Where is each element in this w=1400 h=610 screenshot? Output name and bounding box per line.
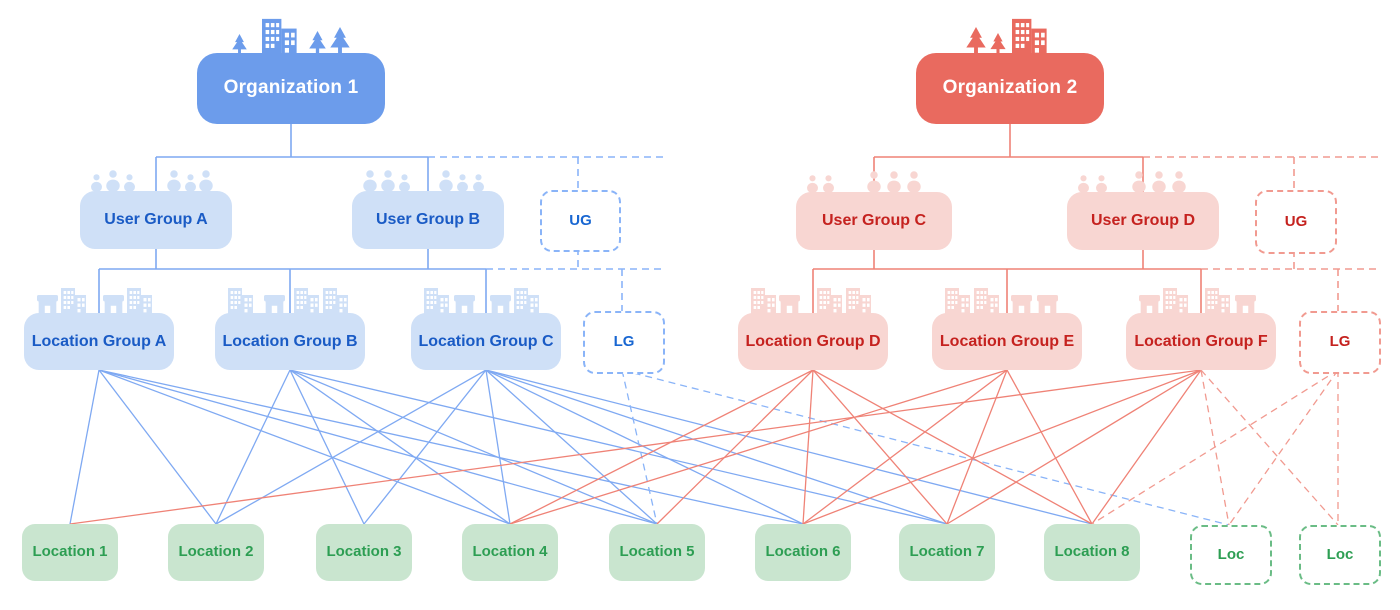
loc-placeholder-label: Loc [1217,545,1245,563]
location-group-e-label: Location Group E [939,332,1075,350]
location-1-node: Location 1 [22,524,118,581]
location-8-label: Location 8 [1054,543,1130,561]
location-group-f-node: Location Group F [1126,313,1276,370]
location-group-c-node: Location Group C [411,313,561,370]
user-group-c-node: User Group C [796,192,952,250]
location-7-node: Location 7 [899,524,995,581]
user-group-b-node: User Group B [352,191,504,249]
user-group-a-node: User Group A [80,191,232,249]
ug-placeholder-label: UG [569,211,592,229]
location-group-b-node: Location Group B [215,313,365,370]
ug-placeholder-label: UG [1284,212,1308,230]
location-group-e-node: Location Group E [932,313,1082,370]
user-group-c-label: User Group C [821,212,926,230]
location-5-node: Location 5 [609,524,705,581]
location-7-label: Location 7 [909,543,985,561]
organization-2-label: Organization 2 [942,77,1078,99]
location-2-label: Location 2 [178,543,254,561]
location-group-a-label: Location Group A [31,332,167,350]
location-4-label: Location 4 [472,543,548,561]
location-6-node: Location 6 [755,524,851,581]
organization-1-label: Organization 1 [223,77,359,99]
location-group-d-node: Location Group D [738,313,888,370]
organization-1-node: Organization 1 [197,53,385,124]
location-group-a-node: Location Group A [24,313,174,370]
location-placeholder-1: Loc [1190,525,1272,585]
organization-2-node: Organization 2 [916,53,1104,124]
location-3-label: Location 3 [326,543,402,561]
location-2-node: Location 2 [168,524,264,581]
user-group-placeholder-blue: UG [540,190,621,252]
location-6-label: Location 6 [765,543,841,561]
location-4-node: Location 4 [462,524,558,581]
location-placeholder-2: Loc [1299,525,1381,585]
user-group-placeholder-red: UG [1255,190,1337,254]
location-1-label: Location 1 [32,543,108,561]
location-group-d-label: Location Group D [745,332,881,350]
location-group-b-label: Location Group B [222,332,358,350]
location-group-placeholder-blue: LG [583,311,665,374]
lg-placeholder-label: LG [1329,333,1351,351]
user-group-d-node: User Group D [1067,192,1219,250]
location-8-node: Location 8 [1044,524,1140,581]
user-group-b-label: User Group B [375,211,480,229]
user-group-a-label: User Group A [104,211,208,229]
user-group-d-label: User Group D [1090,212,1195,230]
location-group-placeholder-red: LG [1299,311,1381,374]
location-5-label: Location 5 [619,543,695,561]
lg-placeholder-label: LG [613,333,635,351]
location-group-c-label: Location Group C [418,332,554,350]
loc-placeholder-label: Loc [1326,545,1354,563]
location-3-node: Location 3 [316,524,412,581]
location-group-f-label: Location Group F [1134,332,1268,350]
